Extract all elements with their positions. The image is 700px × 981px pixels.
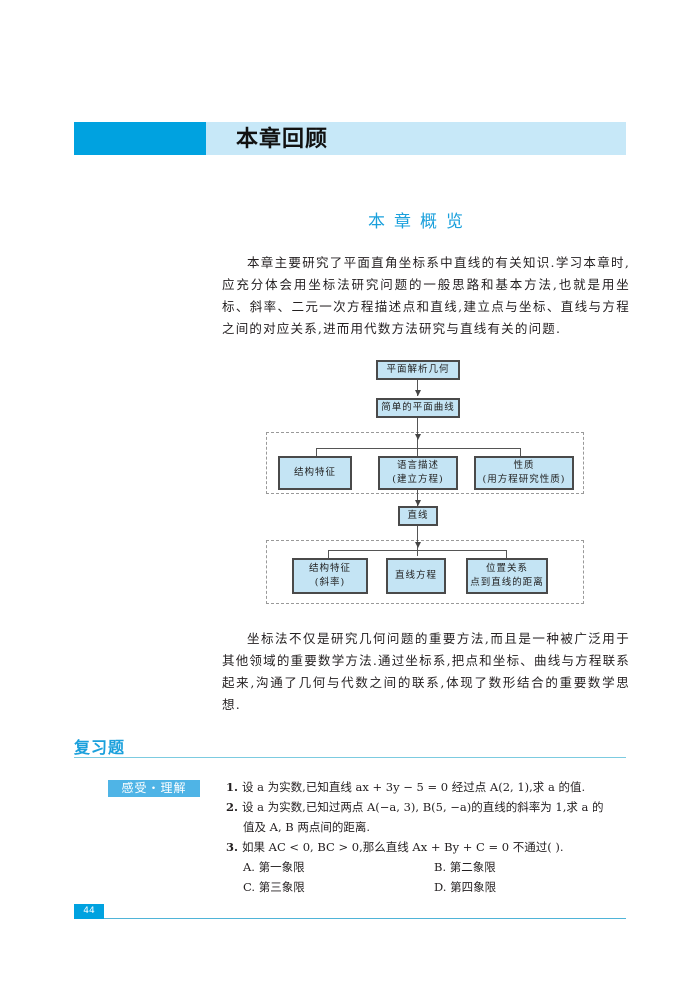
page-number: 44 <box>74 904 104 919</box>
paragraph-text: 本章主要研究了平面直角坐标系中直线的有关知识.学习本章时,应充分体会用坐标法研究… <box>222 255 630 336</box>
arrow-icon <box>415 390 421 396</box>
node-label: 直线 <box>407 510 429 521</box>
node-label: 语言描述 <box>396 460 439 471</box>
section-tag: 感受・理解 <box>108 780 200 797</box>
overview-title: 本章概览 <box>368 212 472 232</box>
arrow-icon <box>415 434 421 440</box>
node-line: 直线 <box>398 506 438 526</box>
question-number: 2. <box>226 800 239 814</box>
paragraph-text: 坐标法不仅是研究几何问题的重要方法,而且是一种被广泛用于其他领域的重要数学方法.… <box>222 631 630 712</box>
question-3: 3.如果 AC < 0, BC > 0,那么直线 Ax + By + C = 0… <box>226 837 564 857</box>
question-1: 1.设 a 为实数,已知直线 ax + 3y − 5 = 0 经过点 A(2, … <box>226 777 585 797</box>
review-title: 复习题 <box>74 738 126 757</box>
node-root: 平面解析几何 <box>376 360 460 380</box>
node-level2: 简单的平面曲线 <box>376 398 460 418</box>
node-sublabel: (斜率) <box>314 577 346 588</box>
node-label: 简单的平面曲线 <box>381 402 455 413</box>
option-c: C. 第三象限 <box>243 880 305 894</box>
connector <box>316 448 520 449</box>
node-label: 结构特征 <box>308 563 351 574</box>
connector <box>417 440 418 456</box>
node-line-equation: 直线方程 <box>386 558 446 594</box>
node-label: 位置关系 <box>485 563 528 574</box>
node-label: 直线方程 <box>394 570 437 581</box>
chapter-title: 本章回顾 <box>236 126 329 152</box>
node-sublabel: (用方程研究性质) <box>482 474 566 485</box>
option-a: A. 第一象限 <box>243 860 305 874</box>
concept-diagram: 平面解析几何 简单的平面曲线 结构特征 语言描述 (建立方程) 性质 (用方程研… <box>266 356 584 608</box>
connector <box>417 526 418 556</box>
node-label: 平面解析几何 <box>386 364 450 375</box>
question-number: 3. <box>226 840 239 854</box>
question-number: 1. <box>226 780 239 794</box>
chapter-bar <box>206 122 626 155</box>
chapter-bar-accent <box>74 122 206 155</box>
footer-rule <box>104 918 626 919</box>
group-box-2 <box>266 540 584 604</box>
question-text: 如果 AC < 0, BC > 0,那么直线 Ax + By + C = 0 不… <box>242 840 564 854</box>
node-structure: 结构特征 <box>278 456 352 490</box>
question-text: 设 a 为实数,已知直线 ax + 3y − 5 = 0 经过点 A(2, 1)… <box>242 780 586 794</box>
divider <box>74 757 626 758</box>
option-d: D. 第四象限 <box>434 880 497 894</box>
overview-paragraph-2: 坐标法不仅是研究几何问题的重要方法,而且是一种被广泛用于其他领域的重要数学方法.… <box>222 628 630 716</box>
overview-paragraph-1: 本章主要研究了平面直角坐标系中直线的有关知识.学习本章时,应充分体会用坐标法研究… <box>222 252 630 340</box>
connector <box>328 550 329 558</box>
question-2-cont: 值及 A, B 两点间的距离. <box>243 820 371 834</box>
node-label: 结构特征 <box>293 467 336 478</box>
node-slope: 结构特征 (斜率) <box>292 558 368 594</box>
node-position: 位置关系 点到直线的距离 <box>466 558 548 594</box>
connector <box>506 550 507 558</box>
question-2: 2.设 a 为实数,已知过两点 A(−a, 3), B(5, −a)的直线的斜率… <box>226 797 604 817</box>
connector <box>417 490 418 506</box>
connector <box>520 448 521 456</box>
connector <box>417 380 418 396</box>
node-sublabel: 点到直线的距离 <box>470 577 544 588</box>
node-label: 性质 <box>513 460 535 471</box>
question-text: 设 a 为实数,已知过两点 A(−a, 3), B(5, −a)的直线的斜率为 … <box>242 800 604 814</box>
arrow-icon <box>415 542 421 548</box>
node-property: 性质 (用方程研究性质) <box>474 456 574 490</box>
arrow-icon <box>415 500 421 506</box>
connector <box>316 448 317 456</box>
connector <box>328 550 506 551</box>
node-sublabel: (建立方程) <box>392 474 444 485</box>
option-b: B. 第二象限 <box>434 860 496 874</box>
group-box-1 <box>266 432 584 494</box>
connector <box>417 418 418 440</box>
node-language: 语言描述 (建立方程) <box>378 456 458 490</box>
